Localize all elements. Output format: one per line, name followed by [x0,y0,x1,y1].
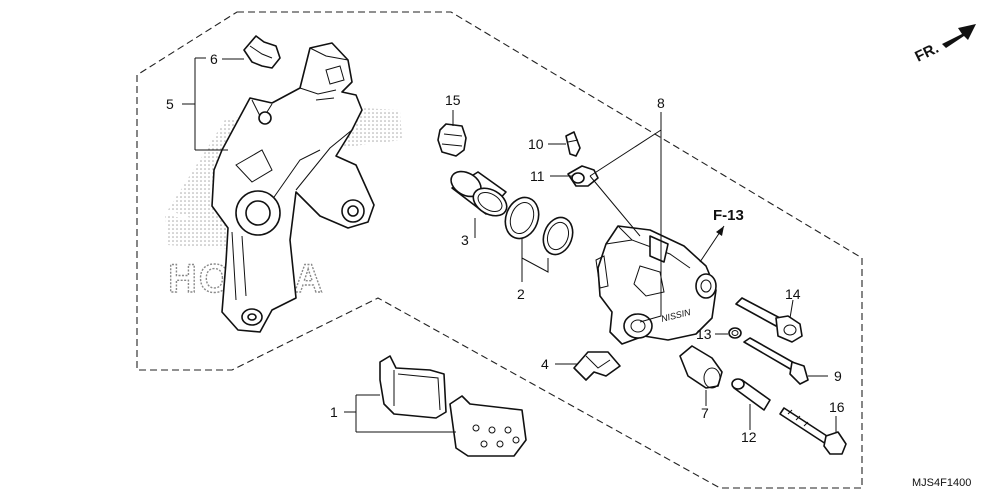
part-pad-spring [573,351,621,381]
callout-4: 4 [541,356,549,372]
callout-9: 9 [834,368,842,384]
leader-lines [182,57,837,433]
part-pin [743,337,809,385]
part-boot [437,123,467,157]
callout-15: 15 [445,92,461,108]
direction-arrow-icon [942,24,976,48]
callout-10: 10 [528,136,544,152]
callout-1: 1 [330,404,338,420]
callout-16: 16 [829,399,845,415]
callout-7: 7 [701,405,709,421]
direction-label: FR. [912,40,941,66]
callout-3: 3 [461,232,469,248]
callout-2: 2 [517,286,525,302]
callout-6: 6 [210,51,218,67]
part-o-ring [728,327,742,339]
part-brake-pads [379,355,527,457]
callout-8: 8 [657,95,665,111]
part-piston-seals [504,196,574,256]
front-direction-indicator: FR. [912,24,976,66]
callout-11: 11 [530,168,545,184]
callout-13: 13 [696,326,712,342]
part-bleeder-screw [565,131,581,157]
part-pin-boot [679,345,723,389]
part-bracket-clip [243,35,281,69]
callout-12: 12 [741,429,757,445]
part-sleeve [731,378,771,411]
part-piston [450,170,508,217]
reference-label: F-13 [713,207,744,224]
callout-14: 14 [785,286,801,302]
callout-5: 5 [166,96,174,112]
diagram-code: MJS4F1400 [912,477,971,489]
part-caliper-bracket [211,42,375,333]
part-pin-bolt [735,297,803,343]
part-mounting-bolt [779,407,847,455]
part-caliper-body: NISSIN [595,225,717,345]
part-bleeder-cap [567,165,599,187]
assembly-outline [136,11,863,489]
